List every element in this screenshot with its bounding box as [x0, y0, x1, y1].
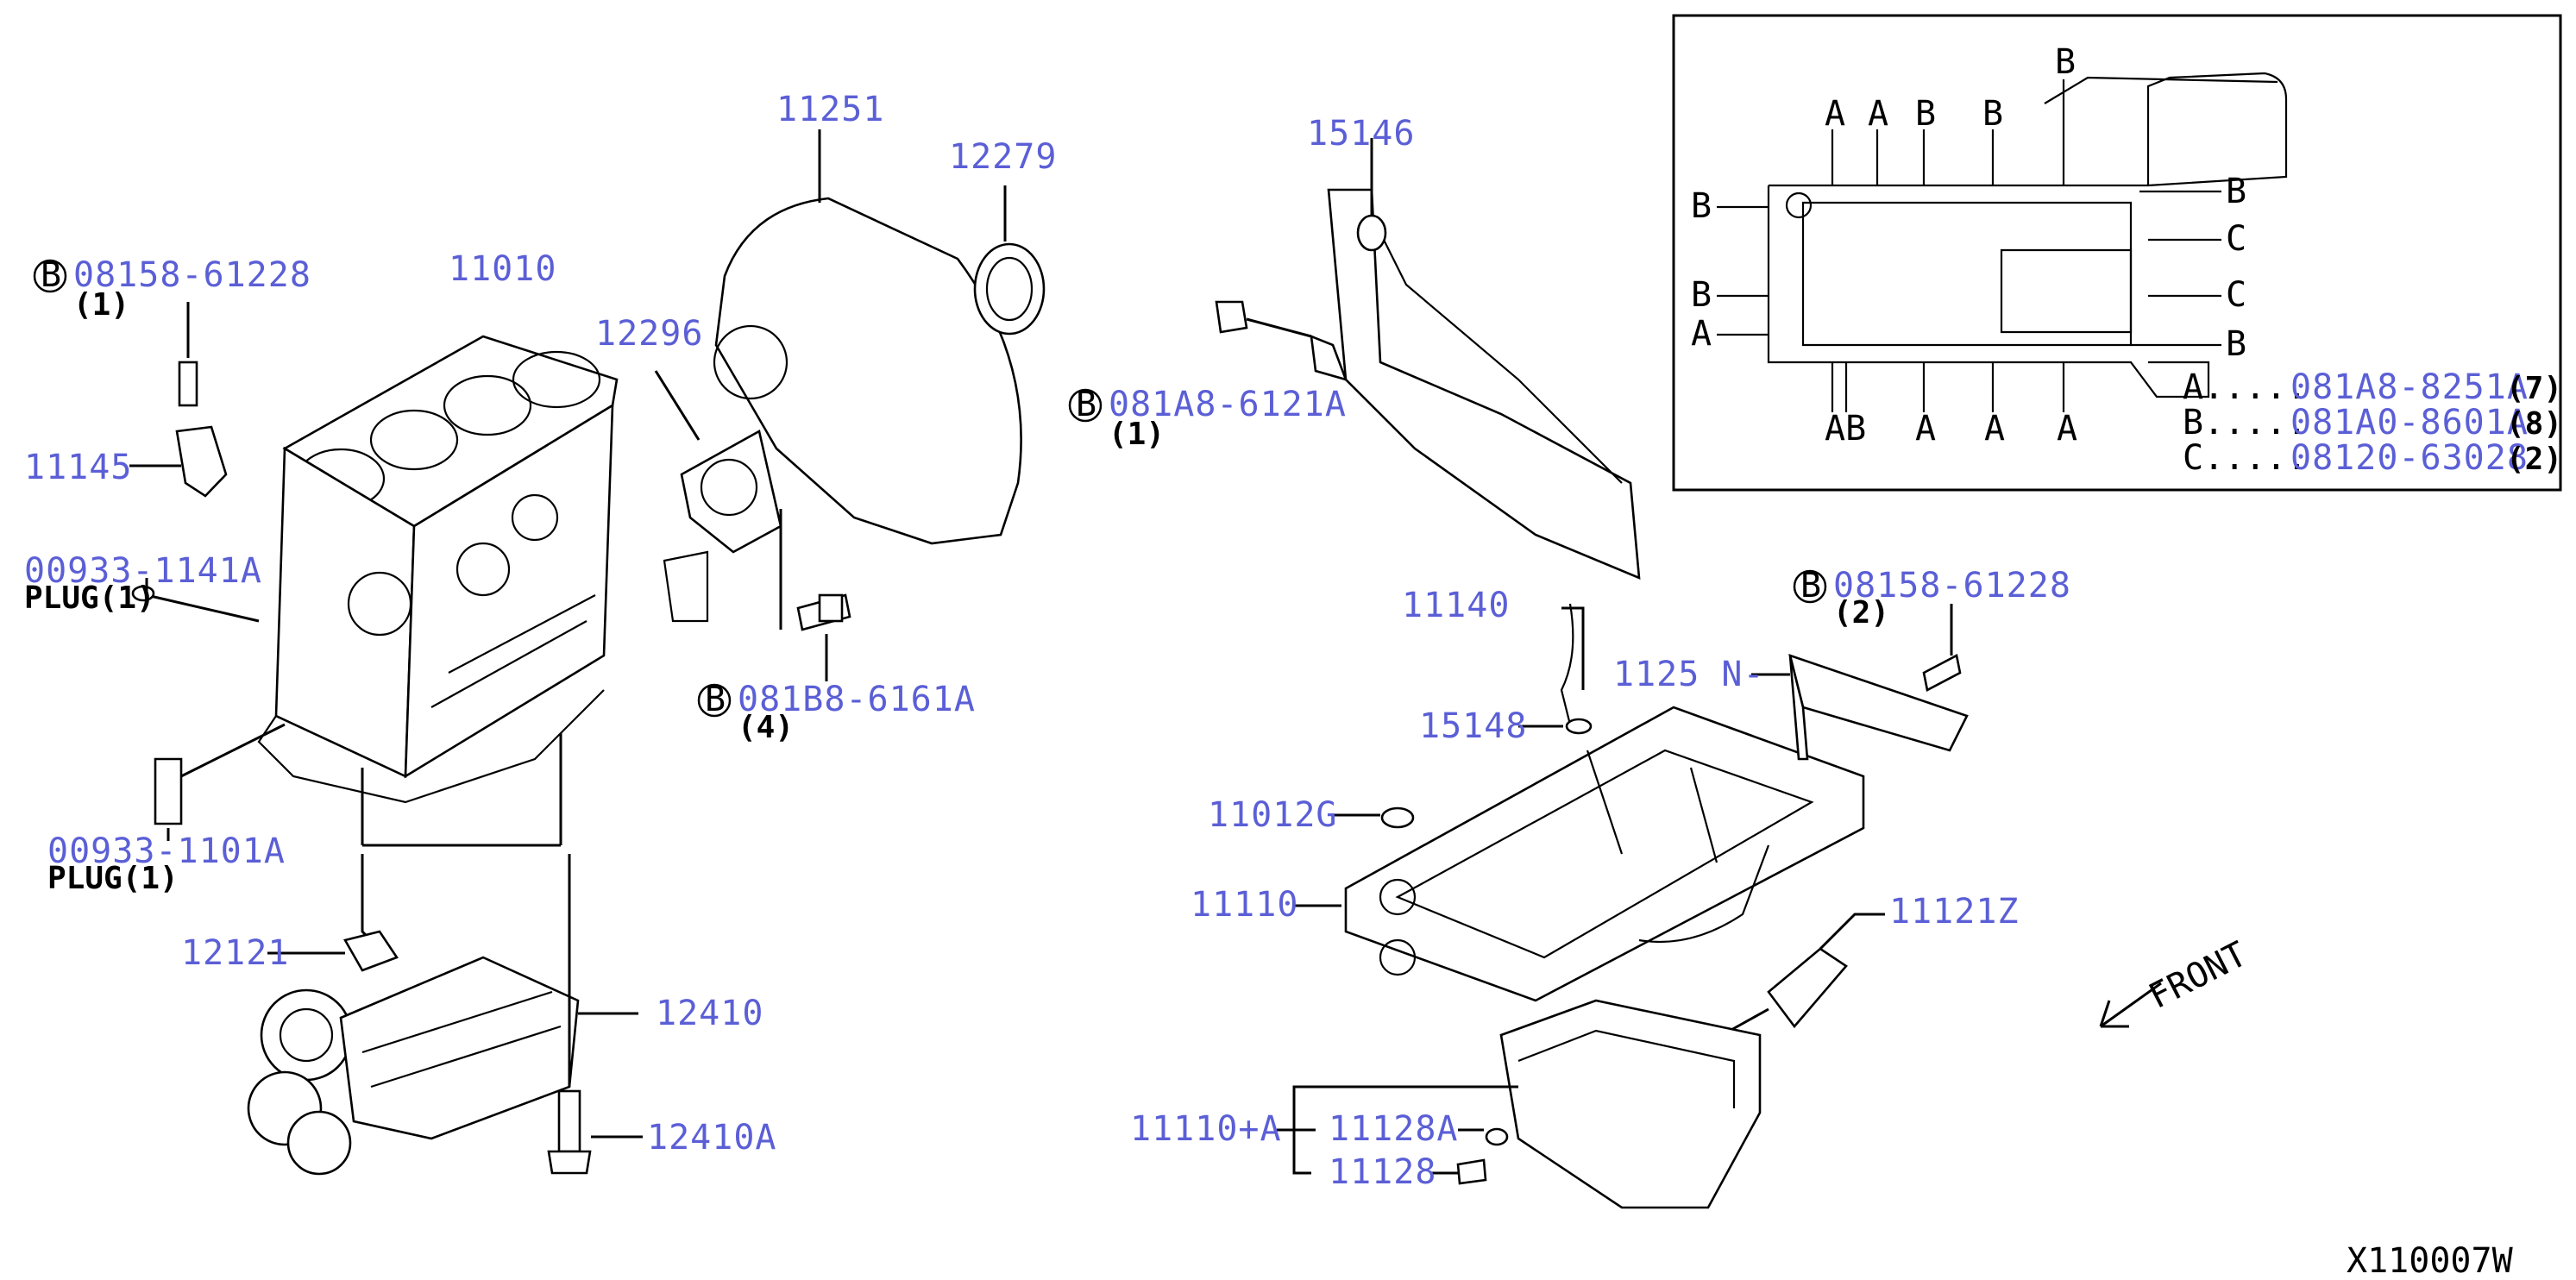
label-08158-a: 08158-61228	[73, 255, 311, 295]
bolt-081B8-drawing	[779, 509, 851, 681]
inset-letter-bottom-3: A	[1984, 409, 2005, 449]
legend-key-b: B.....	[2183, 403, 2308, 442]
o-ring-11012G-drawing	[1333, 806, 1415, 829]
bolt-marker-icon	[33, 259, 67, 293]
label-081A8: 081A8-6121A	[1109, 385, 1347, 424]
label-11010: 11010	[449, 249, 556, 289]
label-00933-1101A: 00933-1101A	[47, 831, 286, 871]
inset-letter-bottom-1: AB	[1825, 409, 1866, 449]
bolt-marker-letter: B	[41, 255, 61, 295]
label-08158-a-qty: (1)	[73, 287, 129, 323]
bolt-12410A-drawing	[547, 854, 643, 1175]
front-label: FRONT	[2143, 934, 2253, 1017]
label-081B8-qty: (4)	[738, 710, 794, 745]
inset-letter-top-5: B	[2055, 42, 2076, 82]
seal-retainer-12296-drawing	[654, 370, 782, 623]
label-11110-A: 11110+A	[1130, 1109, 1282, 1149]
inset-letter-right-4: B	[2226, 324, 2246, 364]
label-081B8: 081B8-6161A	[738, 680, 976, 719]
drain-plug-11128-drawing	[1432, 1127, 1509, 1185]
label-1125N: 1125 N-	[1613, 655, 1765, 694]
legend-qty-b: (8)	[2506, 406, 2562, 442]
inset-letter-left-1: B	[1691, 186, 1712, 226]
label-11140: 11140	[1402, 586, 1510, 625]
label-11145: 11145	[24, 448, 132, 487]
label-081A8-qty: (1)	[1109, 417, 1165, 452]
inset-letters: A A B B B B C C B B B A AB A A A	[1691, 42, 2246, 449]
bolt-081A8-drawing	[1215, 300, 1348, 381]
bolt-marker-letter: B	[705, 680, 726, 719]
oil-pan-lower-drawing	[1277, 999, 1762, 1209]
label-08158-b-qty: (2)	[1833, 595, 1889, 631]
label-12410: 12410	[656, 994, 763, 1033]
label-11121Z: 11121Z	[1889, 892, 2020, 932]
inset-letter-bottom-2: A	[1915, 409, 1936, 449]
legend-key-c: C.....	[2183, 438, 2308, 478]
inset-letter-right-2: C	[2226, 219, 2246, 259]
label-15146: 15146	[1307, 114, 1415, 154]
balancer-12410-drawing	[247, 956, 638, 1176]
front-arrow	[2099, 982, 2162, 1028]
label-11110: 11110	[1191, 885, 1298, 925]
label-11128: 11128	[1329, 1152, 1436, 1192]
label-11251: 11251	[776, 90, 884, 129]
legend-part-c: 08120-63028	[2290, 438, 2529, 478]
inset-letter-top-4: B	[1982, 94, 2003, 134]
bolt-marker-letter: B	[1800, 566, 1821, 605]
sensor-11145-drawing	[129, 302, 228, 498]
label-08158-b: 08158-61228	[1833, 566, 2071, 605]
label-12121: 12121	[181, 933, 289, 973]
plug-1101A-drawing	[154, 723, 286, 841]
oil-jet-12121-drawing	[267, 854, 399, 972]
label-12279: 12279	[949, 137, 1057, 177]
inset-letter-left-2: B	[1691, 275, 1712, 315]
inset-letter-top-2: A	[1868, 94, 1888, 134]
inset-letter-right-1: B	[2226, 172, 2246, 211]
inset-letter-left-3: A	[1691, 314, 1712, 354]
label-11012G: 11012G	[1208, 795, 1338, 835]
strainer-11121Z-drawing	[1729, 913, 1885, 1032]
bolt-marker-letter: B	[1076, 385, 1096, 424]
cylinder-block-drawing	[257, 335, 619, 847]
label-11128A: 11128A	[1329, 1109, 1459, 1149]
bolt-08158-b-drawing	[1922, 604, 1962, 692]
inset-frame	[1672, 14, 2562, 492]
dipstick-guide-drawing	[1327, 138, 1641, 725]
o-ring-15148-drawing	[1518, 718, 1593, 735]
bolt-marker-icon	[1793, 569, 1827, 604]
diagram-code: X110007W	[2347, 1241, 2514, 1280]
inset-oil-pan-outline	[1767, 72, 2288, 398]
plug-1141A-drawing	[131, 578, 260, 623]
inset-letter-top-1: A	[1825, 94, 1845, 134]
seal-12279-drawing	[973, 185, 1046, 336]
inset-letter-top-3: B	[1915, 94, 1936, 134]
legend-key-a: A.....	[2183, 367, 2308, 407]
inset-letter-right-3: C	[2226, 275, 2246, 315]
label-00933-1141A: 00933-1141A	[24, 551, 262, 591]
legend-qty-a: (7)	[2506, 371, 2562, 406]
legend-qty-c: (2)	[2506, 442, 2562, 477]
label-plug-1: PLUG(1)	[24, 580, 155, 616]
label-plug-2: PLUG(1)	[47, 861, 179, 896]
inset-letter-bottom-4: A	[2057, 409, 2077, 449]
bolt-marker-icon	[697, 683, 732, 718]
legend-part-b: 081A0-8601A	[2290, 403, 2529, 442]
baffle-1125N-drawing	[1751, 653, 1969, 761]
label-15148: 15148	[1419, 706, 1527, 746]
bolt-marker-icon	[1068, 388, 1103, 423]
legend-part-a: 081A8-8251A	[2290, 367, 2529, 407]
callout-labels: 11251 12279 11010 B 08158-61228 (1) 1229…	[24, 90, 2514, 1280]
inset-legend: A..... 081A8-8251A (7) B..... 081A0-8601…	[2183, 367, 2562, 478]
oil-pan-upper-11110-drawing	[1294, 706, 1865, 1002]
label-12410A: 12410A	[647, 1118, 777, 1158]
label-12296: 12296	[595, 314, 703, 354]
